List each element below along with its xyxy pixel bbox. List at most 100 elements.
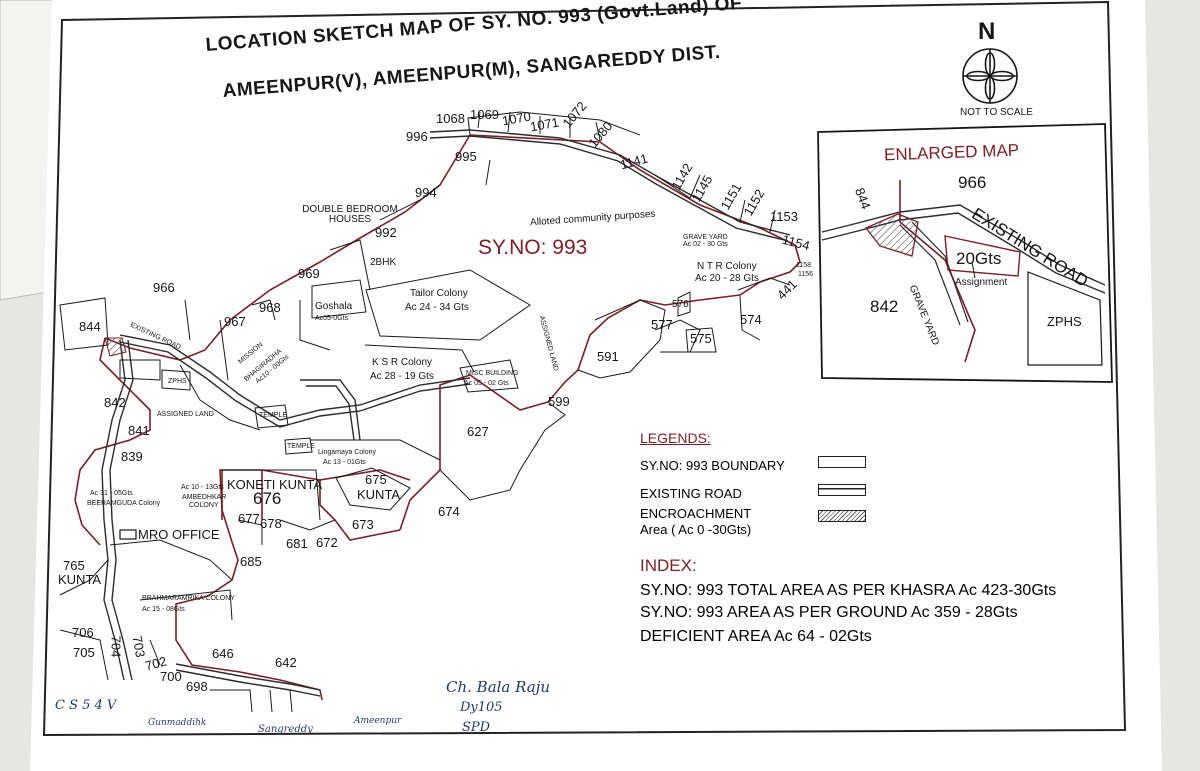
temple-label-1: TEMPLE [259, 412, 288, 419]
sy-705: 705 [73, 645, 95, 660]
misc-building-label: MISC BUILDING [466, 370, 519, 377]
kunta-675-label: KUNTA [357, 487, 401, 502]
sy-1156: 1156 [798, 271, 814, 278]
sy-966: 966 [153, 280, 175, 295]
beeramguda-colony-label: BEERAMGUDA Colony [87, 500, 161, 507]
sy-967: 967 [224, 314, 246, 329]
signature-5-name: Ch. Bala Raju [446, 678, 551, 696]
sy-678: 678 [260, 516, 282, 531]
legend-road-swatch [818, 484, 866, 496]
sy-706: 706 [72, 625, 94, 640]
roads [101, 129, 791, 697]
legend-panel: LEGENDS: SY.NO: 993 BOUNDARY EXISTING RO… [640, 430, 940, 550]
legend-encroachment-swatch [818, 510, 866, 522]
signature-3: Sangreddy [258, 724, 313, 735]
sy-1069: 1069 [470, 107, 499, 122]
sy-993-boundary [74, 134, 801, 701]
ntr-colony-label: N T R Colony [697, 261, 757, 272]
sy-676: 676 [253, 489, 282, 508]
ksr-colony-label: K S R Colony [372, 357, 433, 368]
north-arrow-icon [962, 48, 1018, 104]
lingamaya-colony-label: Lingamaya Colony [318, 449, 376, 456]
assigned-land-label: ASSIGNED LAND [157, 411, 214, 418]
ambedkar-colony-label: COLONY [189, 502, 219, 509]
temple-label-2: TEMPLE [287, 443, 316, 450]
index-total-area: SY.NO: 993 TOTAL AREA AS PER KHASRA Ac 4… [640, 582, 1057, 599]
enlarged-area-label: 20Gts [956, 249, 1002, 268]
sy-627: 627 [467, 424, 489, 439]
sy-576: 576 [672, 299, 689, 310]
brahmaramba-colony-label: BRAHMARAMRIKA COLONY [142, 595, 235, 602]
sy-no-label: SY.NO: 993 [478, 236, 588, 259]
signature-4: Ameenpur [354, 716, 402, 726]
two-bhk-label: 2BHK [370, 257, 397, 268]
sy-969: 969 [298, 266, 320, 281]
sy-599: 599 [548, 394, 570, 409]
sy-842: 842 [104, 395, 126, 410]
tailor-colony-area: Ac 24 - 34 Gts [405, 302, 469, 313]
double-bedroom-label: DOUBLE BEDROOM HOUSES [302, 204, 398, 225]
signature-5-line2: Dy105 [460, 700, 503, 715]
signature-5-line3: SPD [462, 720, 491, 735]
goshala-label: Goshala [315, 301, 353, 312]
sy-994: 994 [415, 185, 437, 200]
sy-968: 968 [259, 300, 281, 315]
goshala-area: Ac05-0Gts [315, 315, 349, 322]
ksr-colony-area: Ac 28 - 19 Gts [370, 371, 434, 382]
signature-1: C S 5 4 V [55, 698, 117, 713]
ambedkar-label: AMBEDHKAR [182, 494, 227, 501]
sy-1158: 1158 [796, 262, 812, 269]
index-deficient-area: DEFICIENT AREA Ac 64 - 02Gts [640, 628, 872, 645]
sy-672: 672 [316, 535, 338, 550]
sy-704: 704 [108, 635, 124, 658]
misc-building-area: Ac 05 - 02 Gts [464, 380, 509, 387]
sy-841: 841 [128, 423, 150, 438]
lingamaya-colony-area: Ac 13 - 01Gts [323, 459, 366, 466]
sy-681: 681 [286, 536, 308, 551]
sy-673: 673 [352, 517, 374, 532]
sy-577: 577 [651, 317, 673, 332]
legend-road-label: EXISTING ROAD [640, 486, 742, 501]
parcel-lines [59, 111, 791, 713]
sy-642: 642 [275, 655, 297, 670]
mro-office-box [119, 529, 137, 540]
sy-995: 995 [455, 149, 477, 164]
sy-1153: 1153 [770, 209, 798, 224]
ambedkar-area: Ac 10 - 13Gts [181, 484, 224, 491]
sy-591: 591 [597, 349, 619, 364]
enlarged-zphs-label: ZPHS [1047, 314, 1082, 329]
beeramguda-area: Ac 31 - 05Gts [90, 490, 133, 497]
sy-839: 839 [121, 449, 143, 464]
legend-encroachment-area: Area ( Ac 0 -30Gts) [640, 522, 752, 537]
sy-698: 698 [186, 679, 208, 694]
enlarged-sy-842: 842 [870, 297, 899, 316]
brahmaramba-area: Ac 15 - 08Gts [142, 606, 185, 613]
sy-685: 685 [240, 554, 262, 569]
main-grave-yard-label: GRAVE YARD [683, 234, 728, 241]
index-ground-area: SY.NO: 993 AREA AS PER GROUND Ac 359 - 2… [640, 604, 1018, 621]
main-grave-yard-area: Ac 02 - 30 Gts [683, 241, 728, 248]
kunta-765-label: KUNTA [58, 572, 102, 587]
sy-996: 996 [406, 129, 428, 144]
index-heading: INDEX: [640, 556, 697, 575]
signature-2: Gunmaddihk [148, 718, 207, 728]
enlarged-map-frame [817, 123, 1113, 383]
not-to-scale-note: NOT TO SCALE [960, 107, 1033, 118]
sy-844: 844 [79, 319, 101, 334]
enlarged-assignment-label: Assignment [955, 277, 1008, 288]
main-encroachment-area [104, 337, 127, 357]
legend-boundary-label: SY.NO: 993 BOUNDARY [640, 458, 785, 473]
legend-encroachment-label: ENCROACHMENT [640, 506, 752, 521]
sy-992: 992 [375, 225, 397, 240]
sy-646: 646 [212, 646, 234, 661]
north-label: N [978, 18, 996, 45]
legend-heading: LEGENDS: [640, 430, 711, 446]
sy-674: 674 [438, 504, 460, 519]
drawing-frame [42, 0, 1127, 737]
sy-700: 700 [160, 669, 182, 684]
main-zphs-label: ZPHS [168, 378, 187, 385]
ntr-colony-area: Ac 20 - 28 Gts [695, 273, 759, 284]
sy-703: 703 [129, 634, 149, 659]
